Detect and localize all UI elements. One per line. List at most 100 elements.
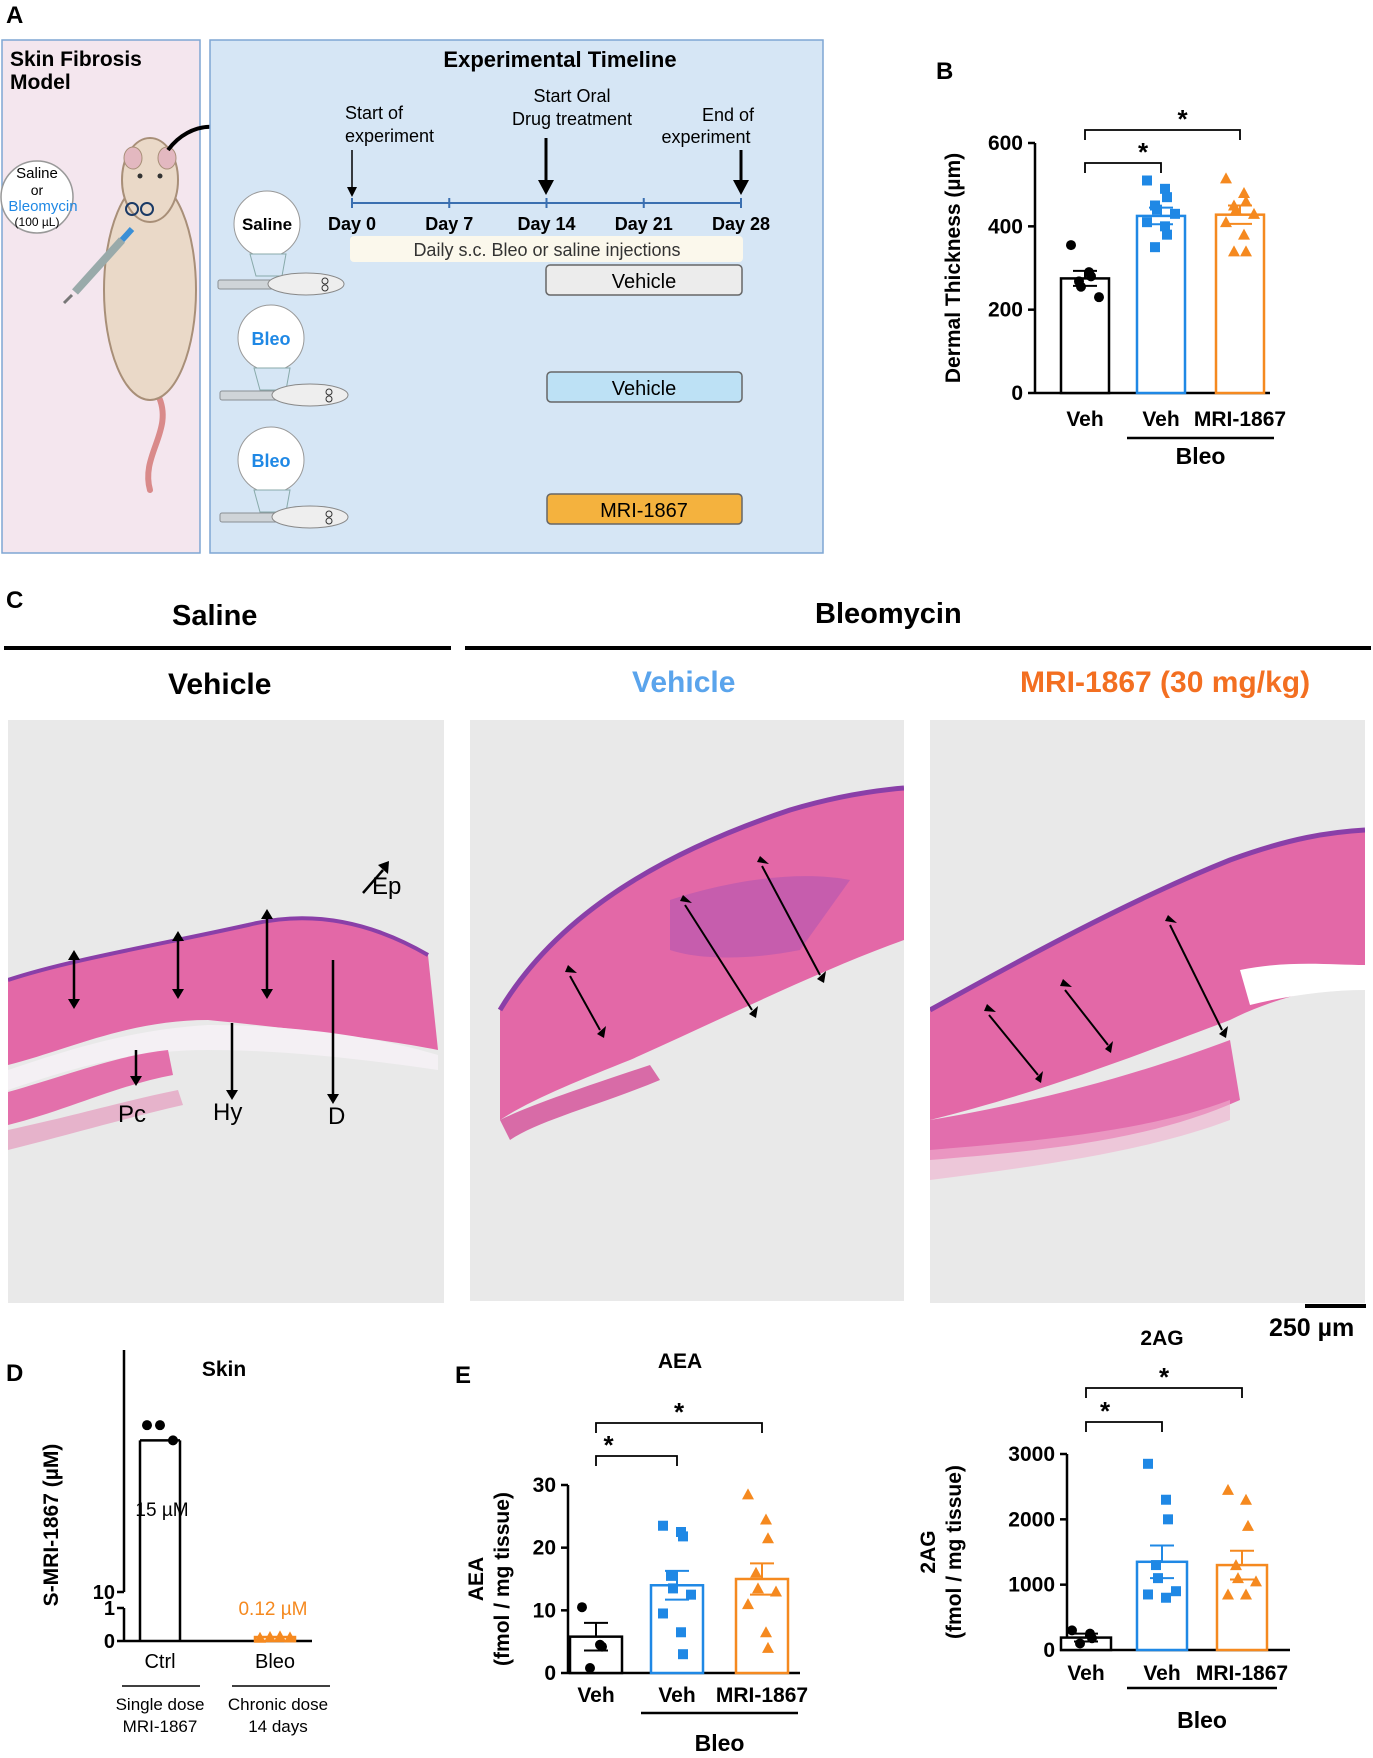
- timeline-box: [209, 39, 824, 554]
- y-tick-label: 20: [533, 1537, 556, 1560]
- data-point: [1171, 1586, 1181, 1597]
- y-tick-label: 3000: [1008, 1443, 1055, 1466]
- chart-title: Skin: [202, 1358, 246, 1381]
- data-point: [658, 1520, 668, 1531]
- data-point: [1142, 217, 1152, 228]
- value-label: 15 µM: [135, 1500, 188, 1521]
- data-point: [1152, 204, 1162, 215]
- y-tick-label: 1000: [1008, 1574, 1055, 1597]
- significance-star: *: [674, 1397, 685, 1427]
- data-point: [1240, 195, 1252, 207]
- timeline-day-label: Day 21: [615, 214, 673, 234]
- micrograph-saline-vehicle: Ep Pc Hy D: [8, 720, 444, 1303]
- injection-bubble: [0, 160, 74, 234]
- drug-label-line2: Drug treatment: [512, 109, 632, 129]
- data-point: [1242, 1519, 1254, 1531]
- data-point: [1228, 245, 1240, 257]
- data-point: [1067, 1625, 1077, 1636]
- y-tick-label: 0: [1011, 382, 1023, 405]
- injection-or: or: [31, 182, 44, 198]
- data-point: [678, 1531, 688, 1542]
- bar: [1135, 214, 1187, 395]
- injection-bleomycin: Bleomycin: [8, 198, 77, 215]
- bar: [1059, 1636, 1113, 1652]
- daily-injections-band: [350, 236, 743, 262]
- data-point: [1222, 1483, 1234, 1495]
- data-point: [142, 1420, 152, 1431]
- data-point: [1220, 172, 1232, 184]
- y-tick-label: 200: [988, 299, 1023, 322]
- significance-bracket: [1085, 1387, 1243, 1398]
- drug-arrow-head: [538, 180, 554, 195]
- data-point: [1086, 271, 1096, 282]
- group-label: Bleo: [695, 1730, 745, 1756]
- chart-title: 2AG: [1140, 1327, 1183, 1350]
- data-point: [1142, 175, 1152, 186]
- panel-d-chart: Skin1020304001S-MRI-1867 (µM)15 µM0.12 µ…: [40, 1350, 330, 1736]
- x-category-label: Veh: [1142, 408, 1179, 431]
- x-category-label: Veh: [577, 1684, 614, 1707]
- data-point: [1087, 1633, 1097, 1644]
- treatment-box-bleo-vehicle: [546, 371, 743, 403]
- group-badge-bleo-mri: Bleo: [251, 451, 290, 471]
- y-tick-label: 2000: [1008, 1508, 1055, 1531]
- group-bleo-mri: Bleo MRI-1867: [219, 426, 743, 529]
- data-point: [1240, 1493, 1252, 1505]
- data-point: [577, 1602, 587, 1613]
- data-point: [1238, 187, 1250, 198]
- data-point: [1230, 203, 1242, 215]
- data-point: [585, 1662, 595, 1673]
- y-tick-label: 0: [104, 1631, 115, 1653]
- group-badge-bleo-vehicle: Bleo: [251, 329, 290, 349]
- bleomycin-header-rule: [465, 646, 1371, 650]
- y-tick-label: 10: [93, 1582, 115, 1604]
- end-arrow-head: [733, 180, 749, 195]
- significance-star: *: [1100, 1396, 1111, 1426]
- data-point: [1076, 281, 1086, 292]
- significance-bracket: [1085, 1421, 1163, 1432]
- data-point: [1094, 292, 1104, 303]
- data-point: [1170, 208, 1180, 219]
- sublabel-line1: Single dose: [116, 1695, 205, 1714]
- x-category-label: Veh: [658, 1684, 695, 1707]
- data-point: [762, 1641, 774, 1653]
- saline-header-rule: [4, 646, 451, 650]
- significance-star: *: [1138, 137, 1149, 167]
- data-point: [264, 1631, 276, 1643]
- data-point: [597, 1641, 607, 1652]
- group-badge-saline: Saline: [242, 215, 292, 234]
- mouse-illustration: [62, 137, 197, 493]
- micrograph-annotations: [984, 915, 1228, 1083]
- data-point: [678, 1649, 688, 1660]
- timeline-day-label: Day 14: [517, 214, 575, 234]
- significance-star: *: [603, 1430, 614, 1460]
- data-point: [1153, 1573, 1163, 1584]
- data-point: [254, 1631, 266, 1643]
- y-tick-label: 0: [544, 1662, 556, 1685]
- micrograph-annotations: [565, 856, 826, 1038]
- group-label: Bleo: [1176, 443, 1226, 469]
- bleo-vehicle-subtitle: Vehicle: [632, 666, 736, 699]
- sublabel-line2: 14 days: [248, 1717, 308, 1736]
- bar: [1214, 213, 1266, 395]
- group-saline: Saline Vehicle: [217, 190, 743, 296]
- data-point: [686, 1589, 696, 1600]
- y-tick-label: 0: [1043, 1639, 1055, 1662]
- model-title-line1: Skin Fibrosis: [10, 48, 142, 71]
- data-point: [1161, 1592, 1171, 1603]
- injection-saline: Saline: [16, 165, 58, 182]
- saline-header: Saline: [172, 600, 258, 632]
- bar: [1215, 1563, 1269, 1652]
- data-point: [1163, 1514, 1173, 1525]
- y-axis-label-units: (fmol / mg tissue): [943, 1465, 966, 1639]
- sublabel-line2: MRI-1867: [123, 1717, 198, 1736]
- significance-bracket: [1084, 162, 1162, 173]
- panel-letter-c: C: [6, 587, 24, 614]
- start-arrow-head: [347, 187, 357, 197]
- data-point: [1161, 1494, 1171, 1505]
- data-point: [1160, 183, 1170, 194]
- label-pc: Pc: [118, 1101, 146, 1128]
- data-point: [742, 1488, 754, 1500]
- y-tick-label: 600: [988, 132, 1023, 155]
- y-tick-label: 400: [988, 215, 1023, 238]
